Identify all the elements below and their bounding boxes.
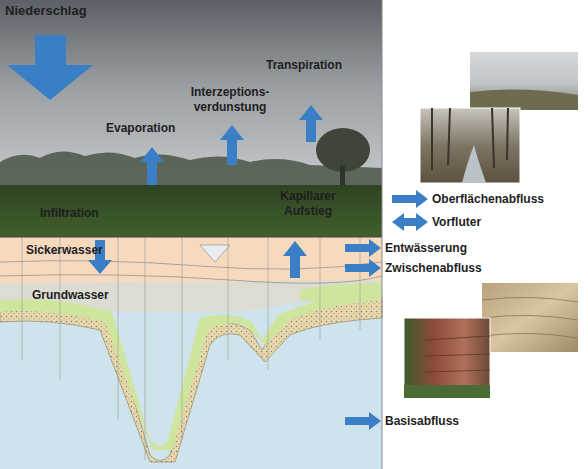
process-label: Infiltration bbox=[40, 206, 130, 221]
transpiration-arrow bbox=[299, 105, 323, 142]
runoff-arrow bbox=[392, 190, 428, 208]
baseflow-arrow bbox=[345, 412, 381, 430]
process-label: Vorfluter bbox=[432, 215, 542, 230]
photo-sandstone-bg bbox=[482, 283, 578, 352]
seepage-zone bbox=[0, 237, 382, 283]
tree-trunk bbox=[340, 165, 345, 187]
process-label: Entwässerung bbox=[385, 241, 505, 256]
process-label: Transpiration bbox=[266, 58, 366, 73]
contour-lines bbox=[0, 261, 382, 284]
capillary-arrow bbox=[283, 241, 307, 278]
precipitation-arrow bbox=[7, 35, 93, 100]
process-label: Zwischenabfluss bbox=[385, 261, 515, 276]
interception-arrow bbox=[220, 125, 244, 165]
surface-line bbox=[0, 237, 382, 238]
process-label: Niederschlag bbox=[5, 3, 125, 18]
process-label: Sickerwasser bbox=[26, 243, 126, 258]
photo-cliff-bg bbox=[404, 318, 490, 398]
aquifer-patch bbox=[300, 283, 382, 302]
receiving-water-arrow bbox=[392, 213, 428, 231]
process-label: Interzeptions- verdunstung bbox=[184, 85, 276, 115]
photo-cliff-ground bbox=[404, 385, 490, 398]
process-label: Kapillarer Aufstieg bbox=[268, 189, 348, 219]
photo-stream bbox=[420, 108, 520, 183]
lens-symbol bbox=[200, 245, 230, 262]
field bbox=[0, 185, 382, 237]
photo-sandstone-layers bbox=[482, 297, 578, 338]
flow-arrows bbox=[7, 35, 428, 430]
aquifer-layer bbox=[0, 292, 382, 450]
photo-stream-bg bbox=[420, 108, 520, 183]
interflow-arrow bbox=[345, 259, 381, 277]
photo-lake-bg bbox=[470, 52, 578, 110]
process-label: Evaporation bbox=[106, 121, 196, 136]
panel-border bbox=[382, 0, 383, 469]
drainage-arrow bbox=[345, 239, 381, 257]
process-label: Grundwasser bbox=[32, 288, 132, 303]
photo-cliff-layers bbox=[425, 336, 490, 372]
photo-cliff bbox=[404, 318, 490, 398]
photo-lake bbox=[470, 52, 578, 110]
borehole-lines bbox=[22, 237, 360, 460]
photo-sandstone bbox=[482, 283, 578, 352]
photo-stream-water bbox=[462, 145, 486, 183]
process-label: Basisabfluss bbox=[385, 414, 505, 429]
photo-lake-shore bbox=[470, 90, 578, 110]
process-label: Oberflächenabfluss bbox=[432, 192, 582, 207]
evaporation-arrow bbox=[140, 147, 164, 185]
groundwater-zone bbox=[0, 237, 382, 469]
